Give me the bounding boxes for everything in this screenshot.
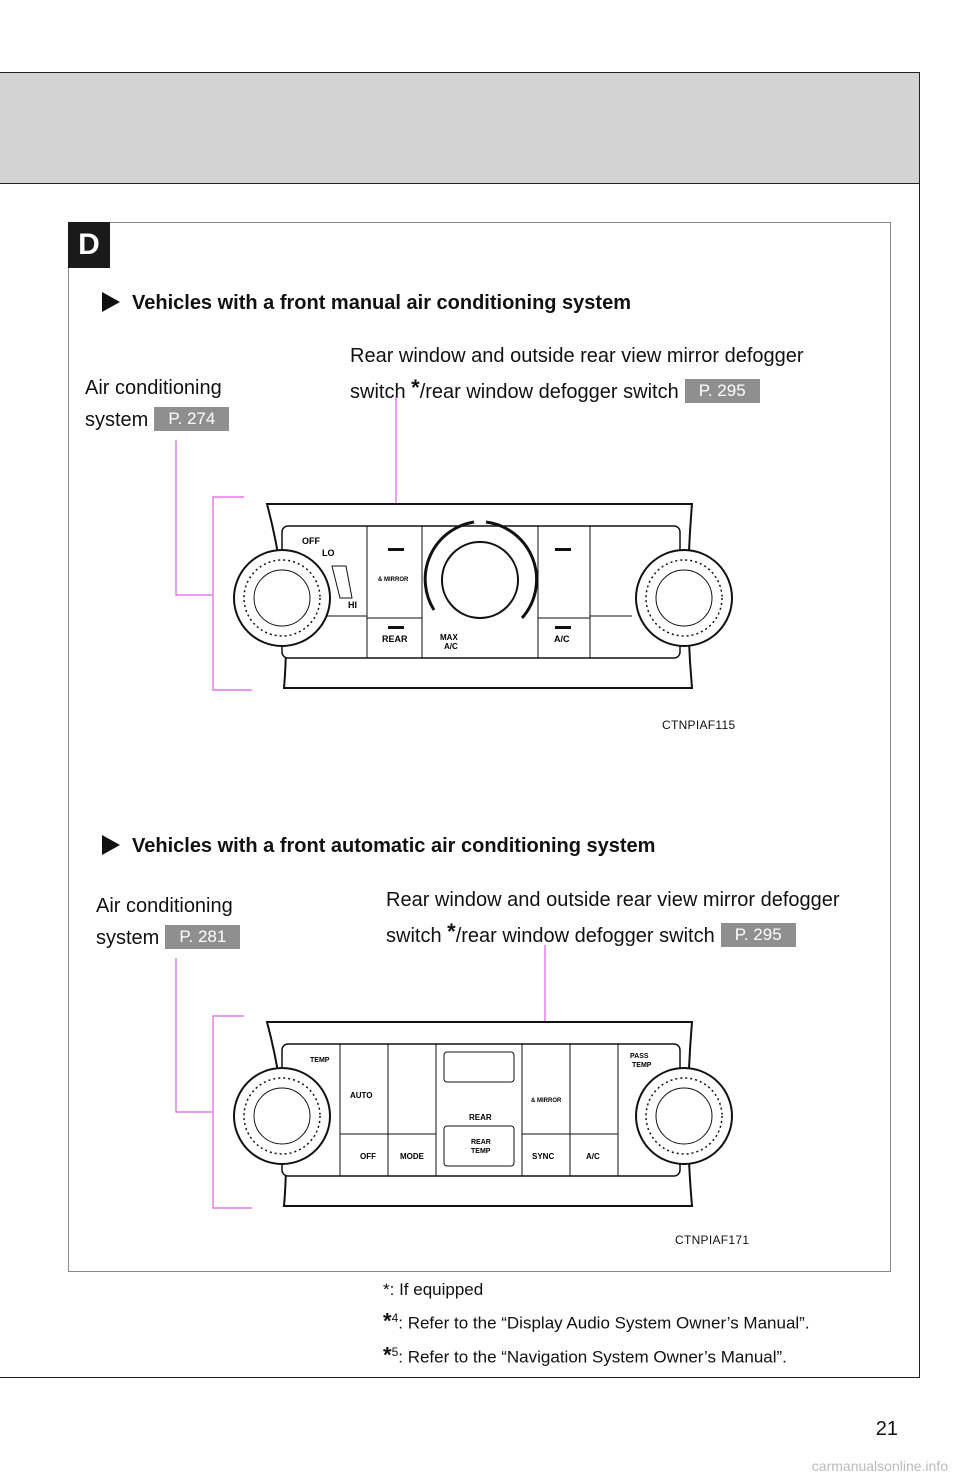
automatic-heading-text: Vehicles with a front automatic air cond…	[132, 835, 656, 857]
manual-defog-line1: Rear window and outside rear view mirror…	[350, 345, 804, 367]
manual-ac-line1: Air conditioning	[85, 377, 222, 399]
panel-ac-label: A/C	[554, 634, 570, 644]
automatic-ac-page-ref[interactable]: P. 281	[165, 925, 241, 949]
manual-defog-line2b: /rear window defogger switch	[419, 381, 679, 403]
automatic-ac-line1: Air conditioning	[96, 895, 233, 917]
panel-ac-label: A/C	[586, 1152, 600, 1161]
arrow-icon	[102, 835, 120, 855]
automatic-ac-line2: system	[96, 927, 160, 949]
footnote-4-mark: *	[383, 1308, 392, 1334]
panel-mode-label: MODE	[400, 1152, 425, 1161]
asterisk-icon: *	[411, 375, 420, 400]
automatic-defog-page-ref[interactable]: P. 295	[720, 923, 796, 947]
manual-defog-page-ref[interactable]: P. 295	[684, 379, 760, 403]
footnotes: *: If equipped *4: Refer to the “Display…	[383, 1276, 810, 1371]
panel-max-label: MAX	[440, 633, 458, 642]
right-rule	[919, 182, 920, 1378]
watermark: carmanualsonline.info	[811, 1458, 948, 1474]
panel-mirror-label: & MIRROR	[378, 577, 409, 583]
manual-climate-panel: OFF LO HI & MIRROR REAR MAX A/C A/C	[233, 503, 733, 689]
footnote-1: : If equipped	[389, 1280, 484, 1299]
panel-mirror-label: & MIRROR	[531, 1098, 562, 1104]
header-band	[0, 72, 920, 184]
content-frame	[68, 222, 891, 1272]
panel-hi-label: HI	[348, 600, 357, 610]
panel-sync-label: SYNC	[532, 1152, 554, 1161]
footnote-1-mark: *	[383, 1280, 390, 1299]
panel-pass-temp-label: TEMP	[632, 1062, 652, 1069]
footnote-4-sup: 4	[391, 1311, 399, 1325]
automatic-heading: Vehicles with a front automatic air cond…	[102, 835, 655, 858]
section-badge: D	[68, 222, 110, 268]
automatic-climate-panel: TEMP PASS TEMP AUTO OFF MODE REAR REAR T…	[233, 1021, 733, 1207]
panel-off-label: OFF	[302, 536, 320, 546]
page-number: 21	[875, 1418, 898, 1440]
bottom-rule	[0, 1377, 920, 1378]
footnote-4: : Refer to the “Display Audio System Own…	[398, 1313, 810, 1333]
asterisk-icon: *	[447, 919, 456, 944]
arrow-icon	[102, 292, 120, 312]
automatic-image-code: CTNPIAF171	[675, 1233, 750, 1247]
manual-ac-line2: system	[85, 409, 149, 431]
manual-defog-line2a: switch	[350, 381, 412, 403]
panel-rear-label: REAR	[382, 634, 408, 644]
panel-temp-label: TEMP	[310, 1057, 330, 1064]
panel-off-label: OFF	[360, 1152, 376, 1161]
automatic-defog-line2b: /rear window defogger switch	[455, 925, 715, 947]
manual-image-code: CTNPIAF115	[662, 718, 736, 732]
automatic-defog-line2a: switch	[386, 925, 448, 947]
footnote-5-mark: *	[383, 1342, 392, 1368]
panel-auto-label: AUTO	[350, 1091, 373, 1100]
panel-pass-label: PASS	[630, 1053, 649, 1060]
footnote-5: : Refer to the “Navigation System Owner’…	[398, 1347, 787, 1367]
panel-rear2-label: REAR	[471, 1139, 491, 1146]
panel-lo-label: LO	[322, 548, 335, 558]
panel-rear-temp-label: TEMP	[471, 1148, 491, 1155]
footnote-5-sup: 5	[391, 1344, 399, 1359]
automatic-defog-line1: Rear window and outside rear view mirror…	[386, 889, 840, 911]
manual-heading: Vehicles with a front manual air conditi…	[102, 292, 631, 315]
panel-rear-label: REAR	[469, 1113, 492, 1122]
manual-defog-label: Rear window and outside rear view mirror…	[350, 340, 804, 408]
automatic-defog-label: Rear window and outside rear view mirror…	[386, 884, 840, 952]
manual-heading-text: Vehicles with a front manual air conditi…	[132, 292, 631, 314]
manual-ac-page-ref[interactable]: P. 274	[154, 407, 230, 431]
panel-max-ac-label: A/C	[444, 642, 458, 651]
